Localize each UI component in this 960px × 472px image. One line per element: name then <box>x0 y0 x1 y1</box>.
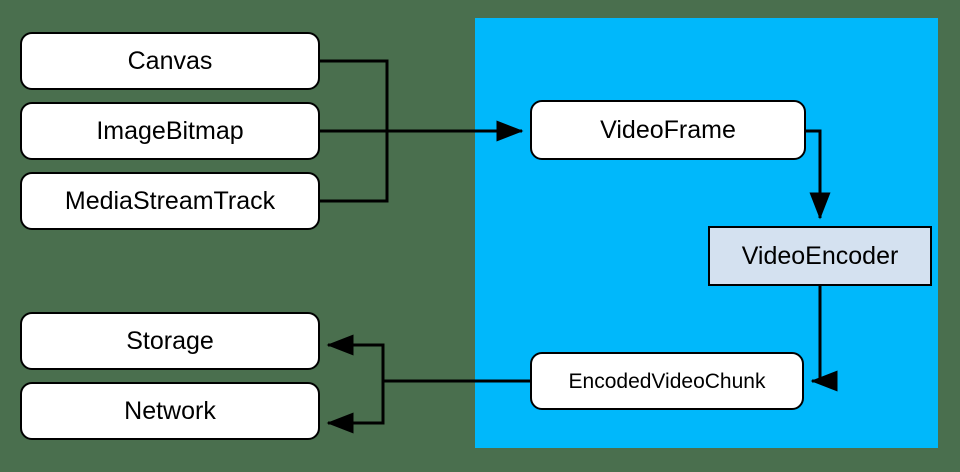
node-canvas[interactable]: Canvas <box>20 32 320 90</box>
node-video-frame[interactable]: VideoFrame <box>530 100 806 160</box>
node-encoded-video-chunk[interactable]: EncodedVideoChunk <box>530 352 804 410</box>
node-video-frame-label: VideoFrame <box>600 115 736 144</box>
node-image-bitmap[interactable]: ImageBitmap <box>20 102 320 160</box>
node-network-label: Network <box>124 396 216 425</box>
node-image-bitmap-label: ImageBitmap <box>96 116 244 145</box>
node-media-stream-track[interactable]: MediaStreamTrack <box>20 172 320 230</box>
node-media-stream-track-label: MediaStreamTrack <box>64 186 276 215</box>
node-encoded-video-chunk-label: EncodedVideoChunk <box>568 369 766 393</box>
node-canvas-label: Canvas <box>127 46 213 75</box>
node-video-encoder-label: VideoEncoder <box>741 241 899 270</box>
node-network[interactable]: Network <box>20 382 320 440</box>
node-storage[interactable]: Storage <box>20 312 320 370</box>
node-storage-label: Storage <box>126 326 214 355</box>
node-video-encoder[interactable]: VideoEncoder <box>708 226 932 286</box>
